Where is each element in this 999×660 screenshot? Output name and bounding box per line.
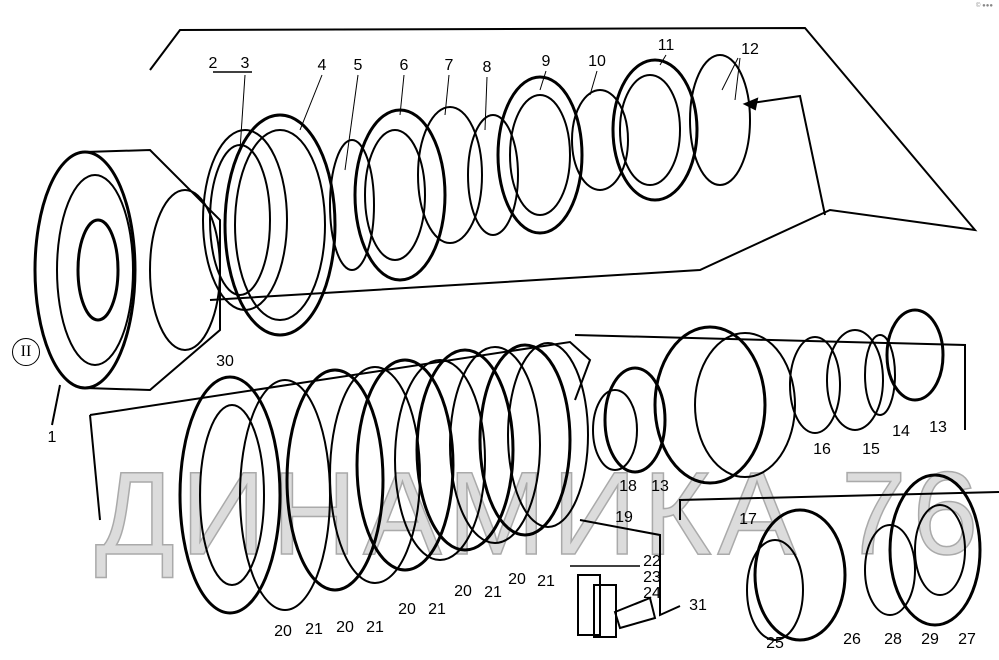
label-7: 7 (444, 57, 454, 74)
label-13: 13 (929, 419, 947, 436)
label-17: 17 (739, 511, 757, 528)
label-30: 30 (216, 353, 234, 370)
label-21: 21 (366, 619, 384, 636)
label-4: 4 (317, 57, 327, 74)
label-19: 19 (615, 509, 633, 526)
label-20: 20 (336, 619, 354, 636)
label-21: 21 (484, 584, 502, 601)
label-1: 1 (47, 429, 57, 446)
label-3: 3 (240, 55, 250, 72)
label-27: 27 (958, 631, 976, 648)
label-5: 5 (353, 57, 363, 74)
label-13-b: 13 (651, 478, 669, 495)
label-16: 16 (813, 441, 831, 458)
label-18: 18 (619, 478, 637, 495)
label-21: 21 (537, 573, 555, 590)
label-25: 25 (766, 635, 784, 652)
part-1-housing (33, 148, 221, 426)
label-24: 24 (643, 585, 661, 602)
label-28: 28 (884, 631, 902, 648)
lower-right-parts (592, 308, 982, 642)
corner-mark: © ●●● (976, 3, 993, 9)
watermark: ДИНАМИКА 76 (94, 448, 985, 580)
label-10: 10 (588, 53, 606, 70)
label-21: 21 (428, 601, 446, 618)
label-15: 15 (862, 441, 880, 458)
label-14: 14 (892, 423, 910, 440)
arrow-head (742, 97, 759, 111)
clutch-discs (178, 342, 589, 615)
arrow-line-12 (744, 94, 826, 216)
frame-lower (89, 340, 592, 416)
label-20: 20 (508, 571, 526, 588)
label-26: 26 (843, 631, 861, 648)
label-22: 22 (643, 553, 661, 570)
label-20: 20 (274, 623, 292, 640)
label-2: 2 (208, 55, 218, 72)
label-8: 8 (482, 59, 492, 76)
label-29: 29 (921, 631, 939, 648)
group-marker-II: II (12, 338, 40, 366)
frame-bottom-right (679, 491, 999, 520)
label-31: 31 (689, 597, 707, 614)
frame-right (574, 334, 966, 430)
label-21: 21 (305, 621, 323, 638)
frame-lower-edge (89, 414, 101, 521)
leader-31 (579, 519, 681, 617)
label-20: 20 (454, 583, 472, 600)
label-23: 23 (643, 569, 661, 586)
label-6: 6 (399, 57, 409, 74)
label-9: 9 (541, 53, 551, 70)
upper-rings (202, 54, 751, 337)
label-11: 11 (657, 37, 675, 54)
label-12: 12 (741, 41, 759, 58)
bolt-assembly-31 (570, 565, 657, 638)
frame-upper (149, 26, 978, 301)
label-20: 20 (398, 601, 416, 618)
